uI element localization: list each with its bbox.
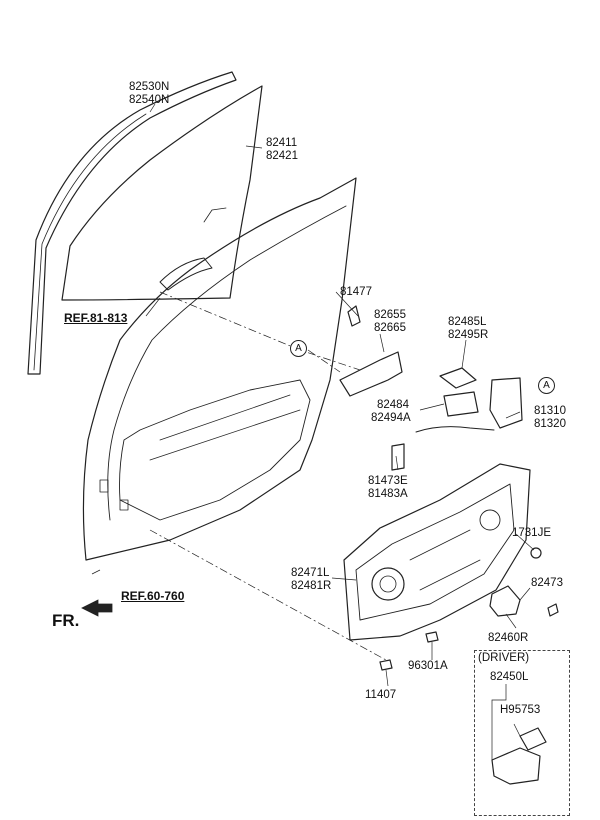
label-82494a: 82494A [371, 412, 411, 424]
label-82471l: 82471L [291, 567, 330, 579]
label-81483a: 81483A [368, 488, 408, 500]
fr-label: FR. [52, 611, 80, 630]
label-h95753: H95753 [500, 704, 541, 716]
label-82655: 82655 [374, 309, 406, 321]
label-11407: 11407 [365, 689, 397, 701]
label-82540n: 82540N [129, 94, 170, 106]
label-driver: (DRIVER) [478, 652, 530, 664]
fr-arrow-icon [81, 599, 113, 617]
label-82421: 82421 [266, 150, 298, 162]
label-82411: 82411 [266, 137, 298, 149]
regulator-motor [489, 585, 521, 617]
label-82484: 82484 [377, 399, 409, 411]
driver-box [474, 650, 570, 816]
label-82485l: 82485L [448, 316, 487, 328]
label-82665: 82665 [374, 322, 406, 334]
ref-60-760: REF.60-760 [121, 589, 185, 603]
label-82473: 82473 [531, 577, 563, 589]
label-81320: 81320 [534, 418, 566, 430]
label-1731je: 1731JE [512, 527, 552, 539]
regulator-panel [343, 463, 531, 641]
glass-run-channel [27, 71, 237, 375]
label-81473e: 81473E [368, 475, 408, 487]
label-81310: 81310 [534, 405, 566, 417]
label-81477: 81477 [340, 286, 372, 298]
label-96301a: 96301A [408, 660, 448, 672]
label-82481r: 82481R [291, 580, 332, 592]
label-82450l: 82450L [490, 671, 529, 683]
door-glass [61, 85, 263, 301]
door-frame [82, 177, 357, 561]
label-82495r: 82495R [448, 329, 489, 341]
label-82530n: 82530N [129, 81, 170, 93]
ref-81-813: REF.81-813 [64, 311, 128, 325]
callout-a-left: A [290, 340, 307, 357]
label-82460r: 82460R [488, 632, 529, 644]
callout-a-right: A [538, 377, 555, 394]
hinge [339, 351, 403, 397]
